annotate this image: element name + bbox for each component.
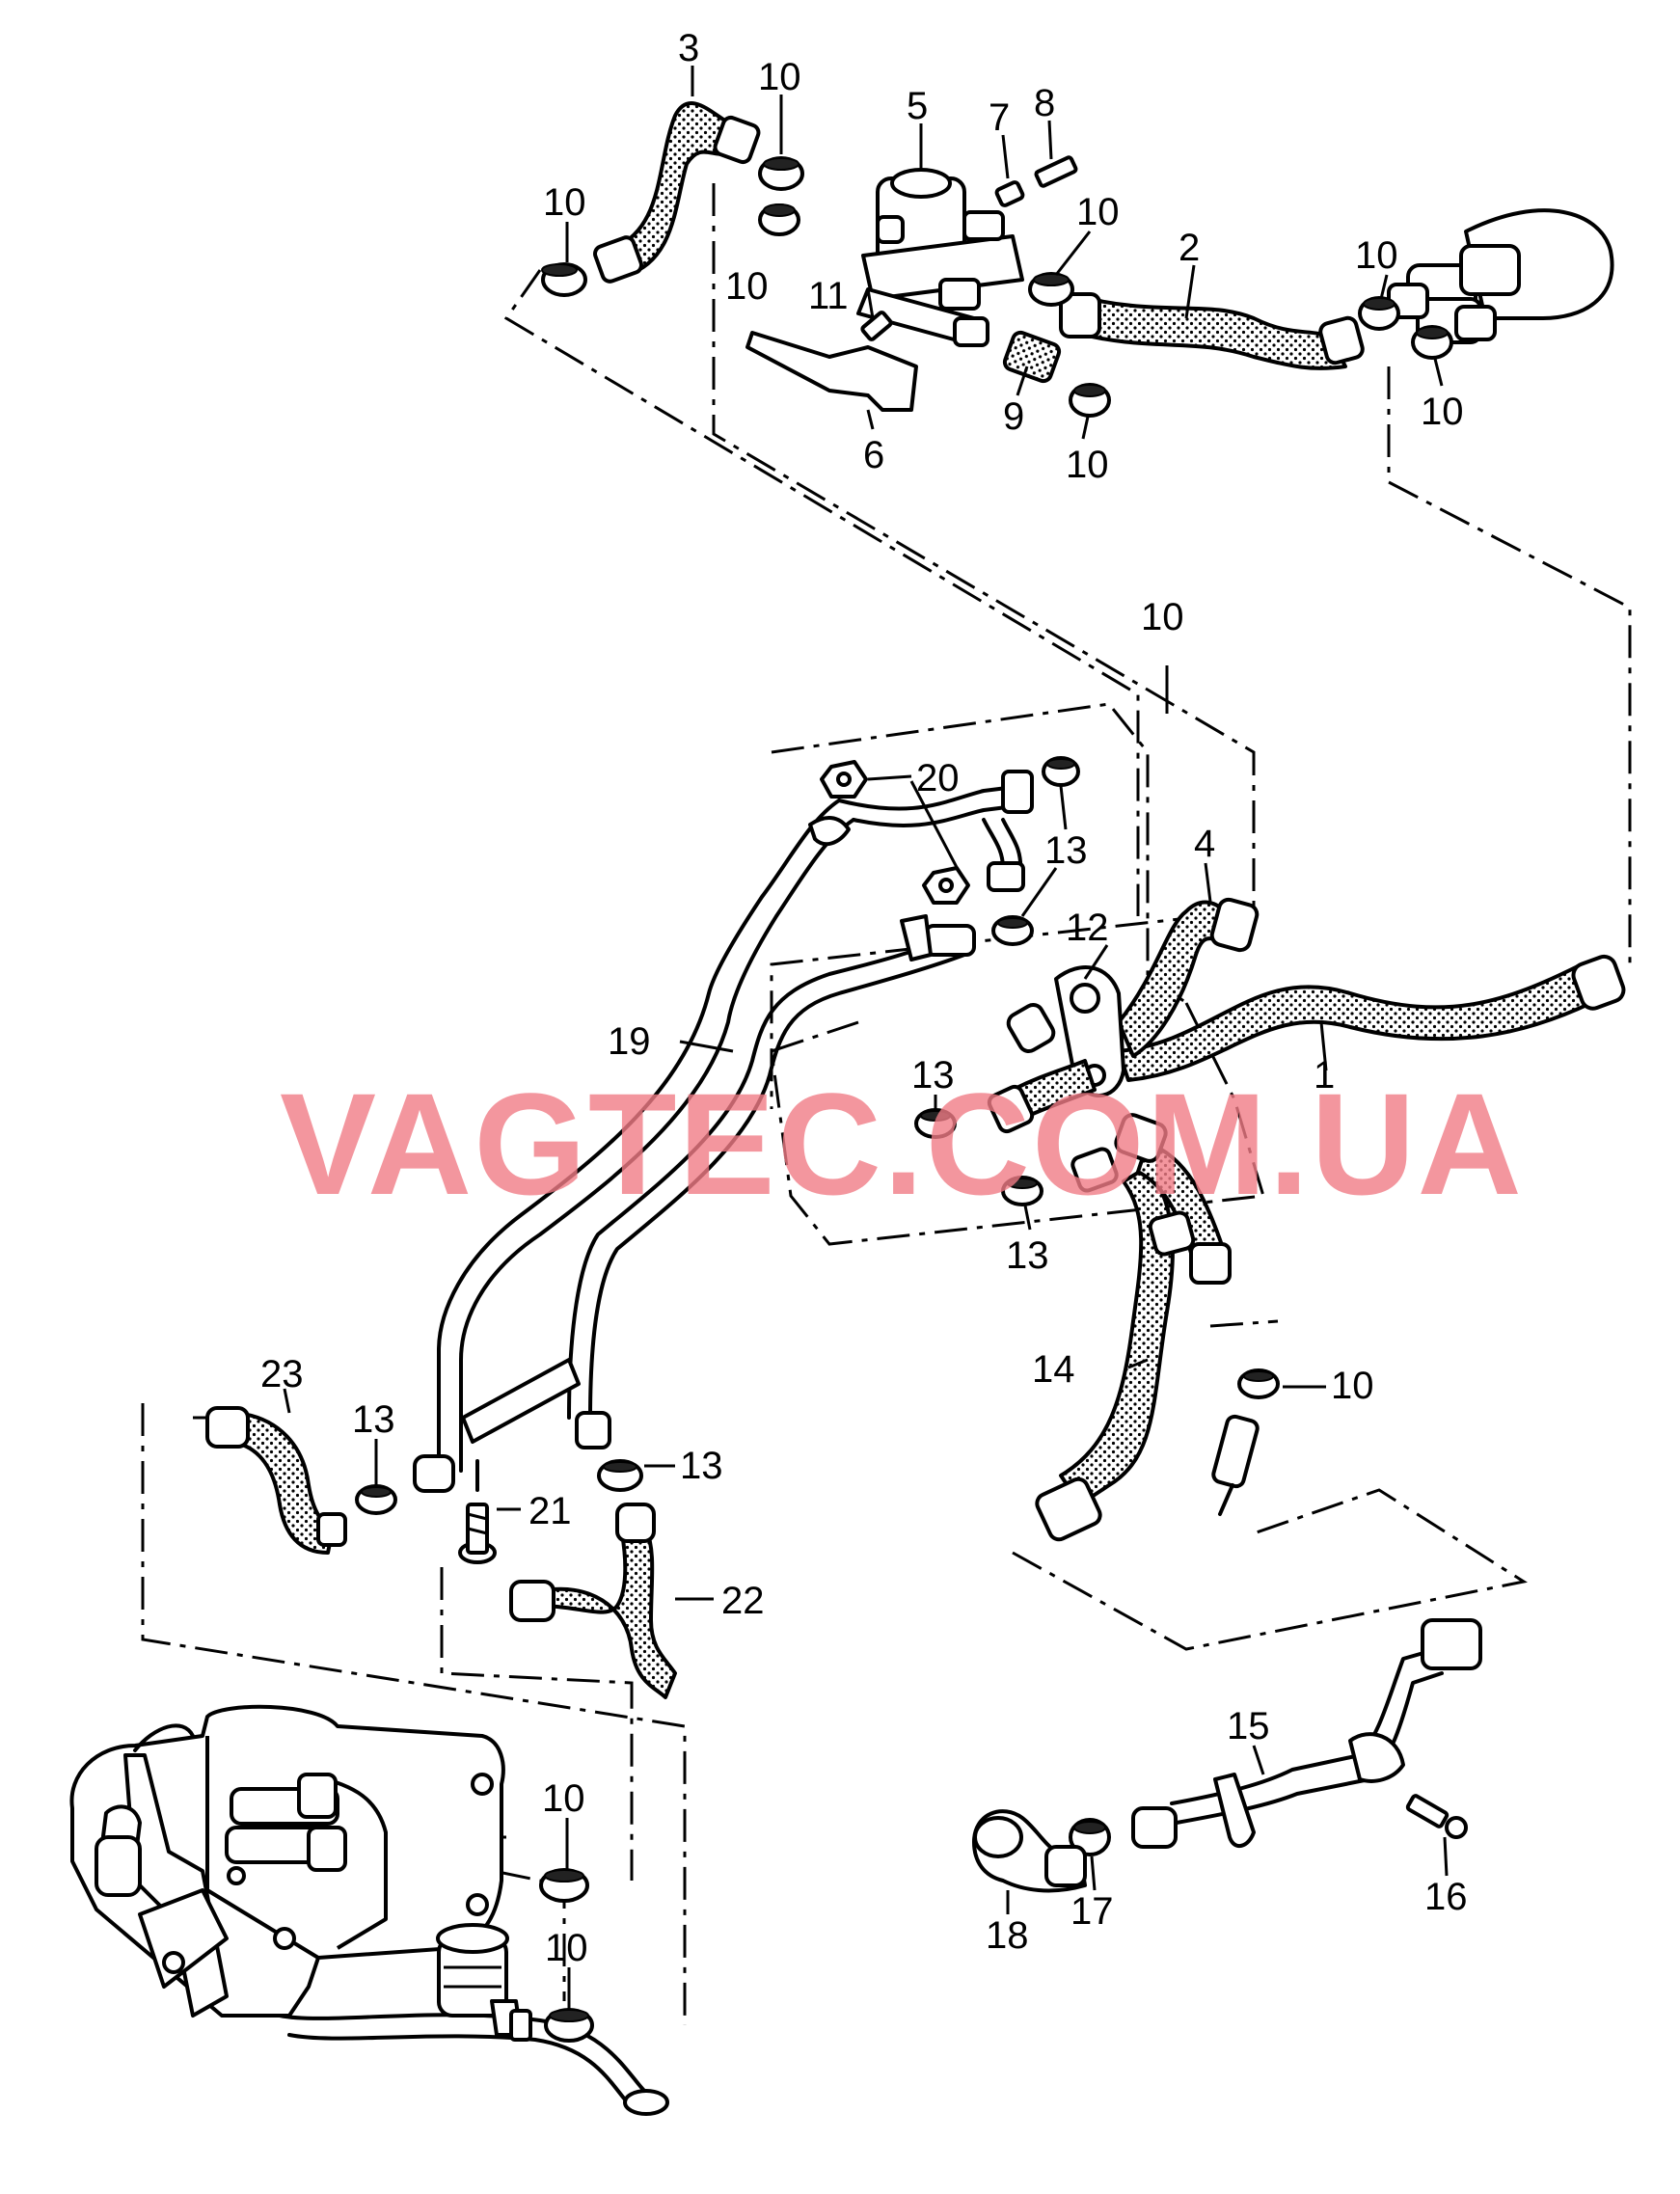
callout-10-f: 10	[1355, 234, 1398, 277]
callout-10-i: 10	[1331, 1365, 1374, 1407]
clamps-top	[541, 156, 1453, 418]
bolt-11	[860, 311, 893, 341]
callout-20: 20	[916, 757, 960, 799]
callout-13-b: 13	[911, 1054, 955, 1097]
callout-17: 17	[1070, 1890, 1114, 1933]
sleeve-9	[1002, 330, 1062, 384]
callout-12: 12	[1066, 907, 1109, 949]
callout-9: 9	[1003, 395, 1024, 438]
valve-assembly	[593, 101, 1614, 412]
callout-13-e: 13	[680, 1445, 723, 1487]
bracket-6	[745, 331, 918, 412]
callout-10-h: 10	[1141, 596, 1184, 638]
callout-16: 16	[1424, 1876, 1468, 1918]
callout-10-k: 10	[545, 1927, 588, 1969]
callout-6: 6	[863, 434, 884, 476]
callout-5: 5	[907, 85, 928, 127]
callout-13-c: 13	[1006, 1234, 1049, 1277]
watermark: VAGTEC.COM.UA	[280, 1063, 1524, 1225]
pipe-bracket	[461, 1358, 581, 1444]
leader-lines	[283, 66, 1449, 2010]
callout-4: 4	[1194, 823, 1215, 865]
callout-13-d: 13	[352, 1398, 395, 1441]
callout-8: 8	[1034, 82, 1055, 124]
callout-7: 7	[989, 96, 1010, 139]
hose-22	[538, 1527, 677, 1699]
callout-19: 19	[608, 1020, 651, 1063]
callout-3: 3	[678, 27, 699, 69]
callout-10-c: 10	[725, 265, 769, 308]
callout-2: 2	[1179, 227, 1200, 269]
hose-23	[230, 1411, 335, 1555]
lower-right-pipe	[972, 1618, 1482, 1893]
bolt-16	[1405, 1794, 1450, 1828]
callout-10-d: 10	[1076, 191, 1120, 233]
callout-21: 21	[528, 1490, 572, 1532]
callout-18: 18	[986, 1914, 1029, 1957]
pipe-19	[437, 799, 841, 1473]
bolt-8	[1034, 155, 1078, 188]
callout-10-a: 10	[543, 181, 586, 224]
callout-labels: 1 2 3 4 5 6 7 8 9 10 10 10 10 10 10 10 1…	[260, 27, 1468, 1969]
hose-2	[1069, 292, 1347, 370]
hose-connector	[1011, 1059, 1097, 1121]
pipe-15	[1170, 1647, 1444, 1825]
callout-10-b: 10	[758, 56, 801, 98]
callout-14: 14	[1032, 1348, 1075, 1391]
callout-10-e: 10	[1066, 444, 1109, 486]
callout-23: 23	[260, 1353, 304, 1395]
callout-13-a: 13	[1044, 829, 1088, 872]
callout-15: 15	[1227, 1705, 1270, 1747]
callout-22: 22	[721, 1580, 765, 1622]
callout-11: 11	[808, 275, 849, 317]
middle-assembly	[413, 760, 1626, 1542]
callout-10-g: 10	[1421, 391, 1464, 433]
clamps-middle	[355, 756, 1280, 1515]
lower-left-hoses	[205, 1406, 677, 1699]
heater-unit	[69, 1704, 669, 2116]
callout-1: 1	[1314, 1054, 1335, 1097]
part-7	[994, 180, 1025, 207]
callout-10-j: 10	[542, 1777, 585, 1820]
pipe-stub	[1211, 1414, 1260, 1489]
